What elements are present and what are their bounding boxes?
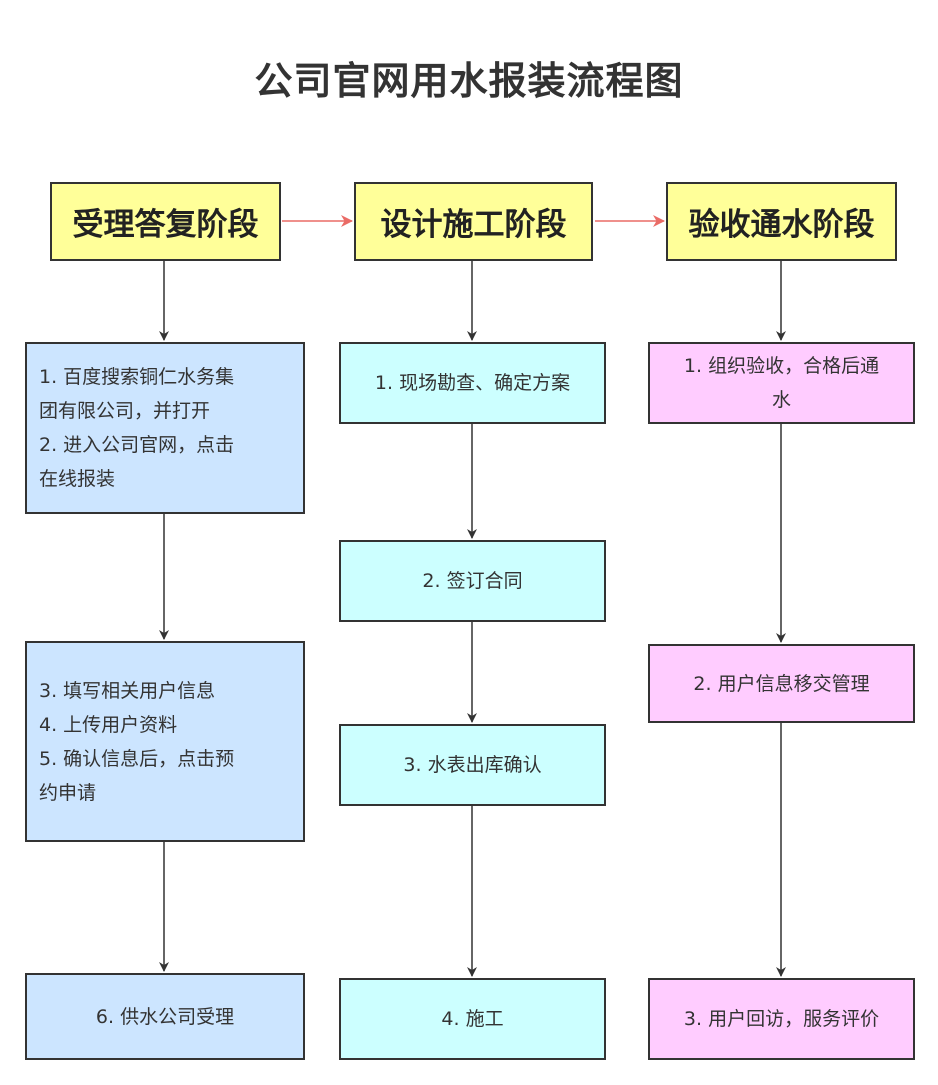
step-text-line: 4. 施工 (441, 1008, 504, 1030)
step-inspection: 1. 组织验收，合格后通 水 (648, 342, 915, 424)
step-meter-release: 3. 水表出库确认 (339, 724, 606, 806)
step-text-line: 4. 上传用户资料 (39, 713, 178, 736)
step-text-line: 3. 用户回访，服务评价 (683, 1008, 880, 1030)
diagram-title: 公司官网用水报装流程图 (254, 59, 684, 103)
stage-design-construction: 设计施工阶段 (354, 182, 593, 261)
step-text-line: 2. 用户信息移交管理 (693, 672, 870, 695)
step-follow-up: 3. 用户回访，服务评价 (648, 978, 915, 1060)
step-text-line: 团有限公司，并打开 (39, 400, 211, 422)
step-fill-upload-submit: 3. 填写相关用户信息 4. 上传用户资料 5. 确认信息后，点击预 约申请 (25, 641, 305, 842)
stage-label: 验收通水阶段 (688, 207, 875, 243)
step-text-line: 在线报装 (39, 468, 116, 490)
step-text-line: 2. 签订合同 (422, 570, 523, 592)
step-text-line: 水 (771, 389, 791, 411)
step-sign-contract: 2. 签订合同 (339, 540, 606, 622)
step-text-line: 1. 百度搜索铜仁水务集 (39, 366, 235, 388)
stage-acceptance: 受理答复阶段 (50, 182, 281, 261)
stage-label: 设计施工阶段 (380, 207, 567, 243)
step-site-survey: 1. 现场勘查、确定方案 (339, 342, 606, 424)
step-search-and-apply: 1. 百度搜索铜仁水务集 团有限公司，并打开 2. 进入公司官网，点击 在线报装 (25, 342, 305, 514)
step-text-line: 约申请 (39, 781, 97, 804)
step-text-line: 3. 水表出库确认 (403, 754, 542, 776)
step-text-line: 5. 确认信息后，点击预 (39, 747, 235, 770)
stage-label: 受理答复阶段 (72, 207, 259, 243)
step-text-line: 6. 供水公司受理 (95, 1005, 235, 1028)
step-company-accepts: 6. 供水公司受理 (25, 973, 305, 1060)
step-text-line: 2. 进入公司官网，点击 (39, 434, 235, 456)
step-construction: 4. 施工 (339, 978, 606, 1060)
step-info-handover: 2. 用户信息移交管理 (648, 644, 915, 723)
step-text-line: 3. 填写相关用户信息 (39, 679, 216, 702)
step-text-line: 1. 现场勘查、确定方案 (374, 372, 571, 394)
step-text-line: 1. 组织验收，合格后通 (683, 355, 880, 377)
stage-inspection-water-supply: 验收通水阶段 (666, 182, 897, 261)
